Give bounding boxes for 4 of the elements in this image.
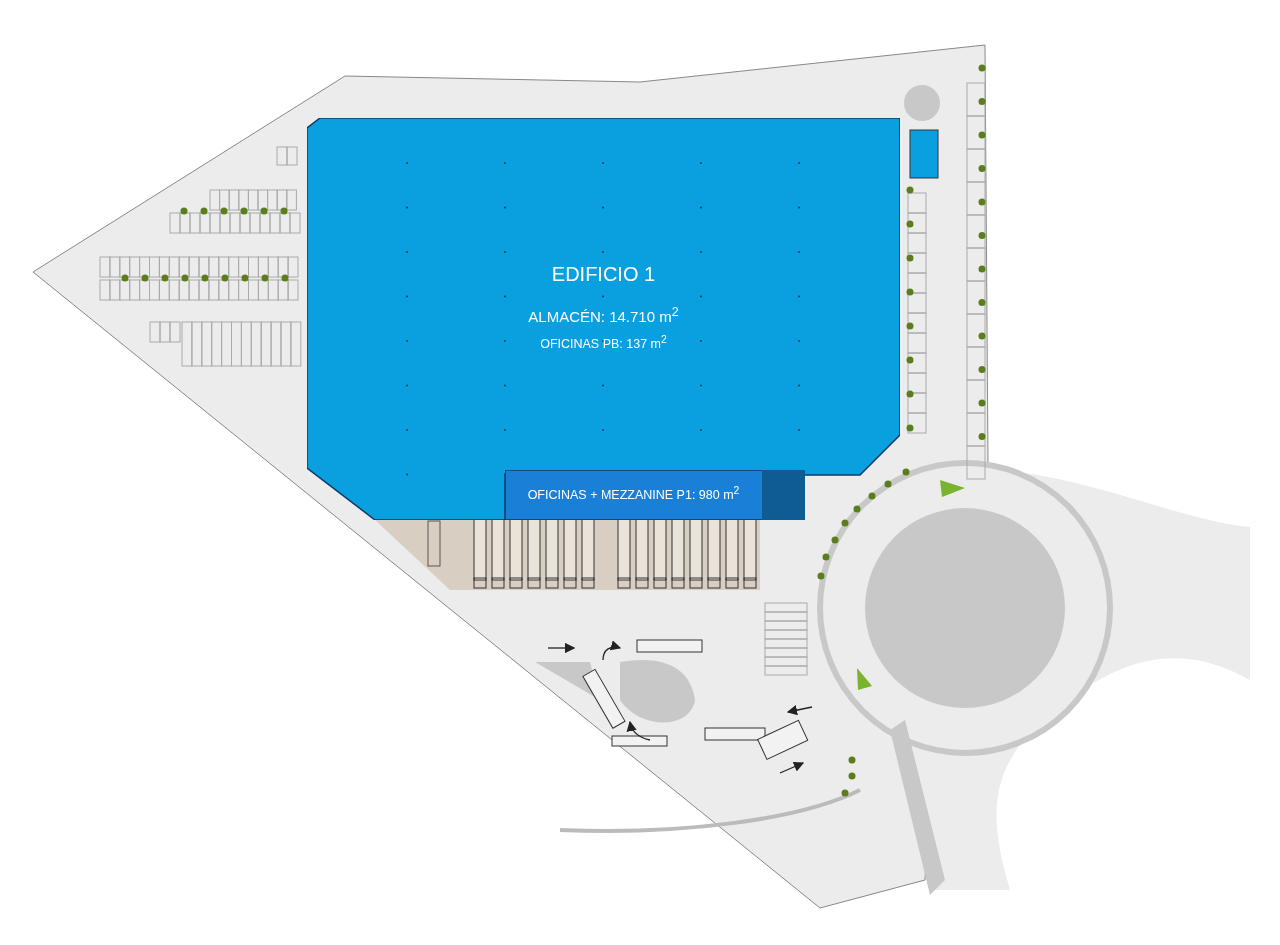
area-text: OFICINAS + MEZZANINE P1: 980 m$^{2}$ (527, 485, 740, 503)
area-text: ALMACÉN: 14.710 m$^{2}$ (528, 305, 679, 325)
building-name: EDIFICIO 1 (551, 263, 656, 286)
area-text: OFICINAS PB: 137 m$^{2}$ (540, 334, 667, 352)
